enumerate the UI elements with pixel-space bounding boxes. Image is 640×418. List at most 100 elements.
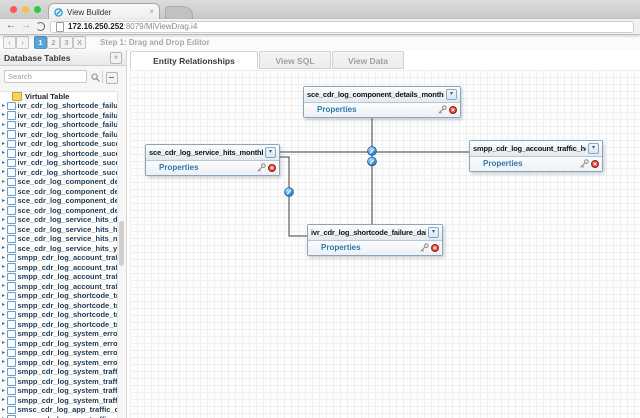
expand-arrow-icon[interactable]: ▸: [2, 226, 6, 233]
close-tab-icon[interactable]: ×: [149, 7, 154, 16]
table-list-item[interactable]: ▸ivr_cdr_log_shortcode_success: [0, 139, 118, 149]
key-icon[interactable]: [420, 243, 429, 252]
join-badge[interactable]: [284, 187, 294, 197]
expand-arrow-icon[interactable]: ▸: [2, 321, 6, 328]
table-checkbox[interactable]: [7, 339, 16, 348]
table-list-item[interactable]: ▸smpp_cdr_log_account_traffic_: [0, 282, 118, 292]
expand-arrow-icon[interactable]: ▸: [2, 359, 6, 366]
table-checkbox[interactable]: [7, 225, 16, 234]
expand-arrow-icon[interactable]: ▸: [2, 378, 6, 385]
table-list-item[interactable]: ▸smsc_cdr_log_app_traffic_dail: [0, 405, 118, 415]
table-list-item[interactable]: ▸sce_cdr_log_component_detai: [0, 177, 118, 187]
table-list-item[interactable]: ▸smpp_cdr_log_system_errorco: [0, 348, 118, 358]
table-checkbox[interactable]: [7, 396, 16, 405]
key-icon[interactable]: [580, 159, 589, 168]
expand-arrow-icon[interactable]: ▸: [2, 121, 6, 128]
expand-arrow-icon[interactable]: ▸: [2, 273, 6, 280]
table-checkbox[interactable]: [7, 130, 16, 139]
table-list-item[interactable]: ▸smpp_cdr_log_account_traffic_: [0, 272, 118, 282]
properties-link[interactable]: Properties: [317, 105, 357, 114]
entity-box[interactable]: sce_cdr_log_component_details_monthly ▾ …: [303, 86, 461, 118]
expand-arrow-icon[interactable]: ▸: [2, 368, 6, 375]
step-button-2[interactable]: 2: [47, 36, 60, 49]
table-list-item[interactable]: ▸ivr_cdr_log_shortcode_success: [0, 149, 118, 159]
forward-icon[interactable]: →: [21, 20, 31, 31]
zoom-window-button[interactable]: [34, 6, 41, 13]
virtual-table-item[interactable]: Virtual Table: [0, 91, 118, 101]
table-list-item[interactable]: ▸smpp_cdr_log_system_errorco: [0, 358, 118, 368]
table-checkbox[interactable]: [7, 234, 16, 243]
table-list-item[interactable]: ▸sce_cdr_log_component_detai: [0, 196, 118, 206]
expand-arrow-icon[interactable]: ▸: [2, 311, 6, 318]
reload-icon[interactable]: [36, 22, 45, 31]
table-checkbox[interactable]: [7, 149, 16, 158]
table-list-item[interactable]: ▸smpp_cdr_log_shortcode_traf: [0, 301, 118, 311]
minimize-window-button[interactable]: [22, 6, 29, 13]
entity-box[interactable]: ivr_cdr_log_shortcode_failure_daily ▾ Pr…: [307, 224, 443, 256]
expand-arrow-icon[interactable]: ▸: [2, 254, 6, 261]
table-checkbox[interactable]: [7, 111, 16, 120]
table-list-item[interactable]: ▸sce_cdr_log_component_detai: [0, 206, 118, 216]
key-icon[interactable]: [257, 163, 266, 172]
expand-arrow-icon[interactable]: ▸: [2, 397, 6, 404]
expand-arrow-icon[interactable]: ▸: [2, 216, 6, 223]
table-list-item[interactable]: ▸smpp_cdr_log_account_traffic_: [0, 263, 118, 273]
search-icon[interactable]: [91, 73, 100, 82]
table-list-item[interactable]: ▸sce_cdr_log_service_hits_hour: [0, 225, 118, 235]
table-list-item[interactable]: ▸smpp_cdr_log_shortcode_traf: [0, 291, 118, 301]
remove-icon[interactable]: ✕: [268, 163, 276, 172]
table-checkbox[interactable]: [7, 168, 16, 177]
chevron-down-icon[interactable]: ▾: [265, 147, 276, 158]
step-button-x[interactable]: X: [73, 36, 86, 49]
step-button-1[interactable]: 1: [34, 36, 47, 49]
table-list-item[interactable]: ▸ivr_cdr_log_shortcode_failure_: [0, 120, 118, 130]
table-list-item[interactable]: ▸smpp_cdr_log_system_traffic_: [0, 377, 118, 387]
table-list-item[interactable]: ▸ivr_cdr_log_shortcode_success: [0, 168, 118, 178]
properties-link[interactable]: Properties: [483, 159, 523, 168]
table-checkbox[interactable]: [7, 291, 16, 300]
expand-arrow-icon[interactable]: ▸: [2, 302, 6, 309]
table-checkbox[interactable]: [7, 206, 16, 215]
table-checkbox[interactable]: [7, 187, 16, 196]
join-badge[interactable]: [367, 156, 377, 167]
chevron-down-icon[interactable]: ▾: [428, 227, 439, 238]
url-field[interactable]: 172.16.250.252:8079/MiViewDrag.i4: [50, 21, 634, 33]
expand-arrow-icon[interactable]: ▸: [2, 349, 6, 356]
collapse-panel-icon[interactable]: «: [110, 51, 122, 64]
entity-box[interactable]: sce_cdr_log_service_hits_monthly ▾ Prope…: [145, 144, 280, 176]
table-checkbox[interactable]: [7, 139, 16, 148]
entity-box[interactable]: smpp_cdr_log_account_traffic_hourly ▾ Pr…: [469, 140, 603, 172]
table-list-item[interactable]: ▸ivr_cdr_log_shortcode_failure_: [0, 111, 118, 121]
expand-arrow-icon[interactable]: ▸: [2, 131, 6, 138]
remove-icon[interactable]: ✕: [591, 159, 599, 168]
join-badge[interactable]: [367, 146, 377, 156]
table-list-item[interactable]: ▸smpp_cdr_log_system_traffic_: [0, 386, 118, 396]
back-icon[interactable]: ←: [6, 20, 16, 31]
table-list-item[interactable]: ▸smpp_cdr_log_account_traffic_: [0, 253, 118, 263]
table-list-item[interactable]: ▸ivr_cdr_log_shortcode_success: [0, 158, 118, 168]
expand-arrow-icon[interactable]: ▸: [2, 264, 6, 271]
expand-arrow-icon[interactable]: ▸: [2, 387, 6, 394]
table-checkbox[interactable]: [7, 253, 16, 262]
expand-arrow-icon[interactable]: ▸: [2, 178, 6, 185]
table-checkbox[interactable]: [7, 377, 16, 386]
table-checkbox[interactable]: [7, 215, 16, 224]
expand-arrow-icon[interactable]: ▸: [2, 169, 6, 176]
expand-arrow-icon[interactable]: ▸: [2, 197, 6, 204]
sidebar-scrollbar[interactable]: [117, 91, 126, 418]
table-checkbox[interactable]: [7, 177, 16, 186]
table-checkbox[interactable]: [7, 244, 16, 253]
properties-link[interactable]: Properties: [159, 163, 199, 172]
table-checkbox[interactable]: [7, 329, 16, 338]
expand-arrow-icon[interactable]: ▸: [2, 330, 6, 337]
expand-arrow-icon[interactable]: ▸: [2, 140, 6, 147]
entity-header[interactable]: smpp_cdr_log_account_traffic_hourly ▾: [470, 141, 602, 157]
close-window-button[interactable]: [10, 6, 17, 13]
table-checkbox[interactable]: [7, 358, 16, 367]
chevron-down-icon[interactable]: ▾: [446, 89, 457, 100]
table-list-item[interactable]: ▸smpp_cdr_log_system_traffic_: [0, 396, 118, 406]
table-list-item[interactable]: ▸sce_cdr_log_component_detai: [0, 187, 118, 197]
table-checkbox[interactable]: [7, 282, 16, 291]
expand-arrow-icon[interactable]: ▸: [2, 188, 6, 195]
remove-icon[interactable]: ✕: [449, 105, 457, 114]
